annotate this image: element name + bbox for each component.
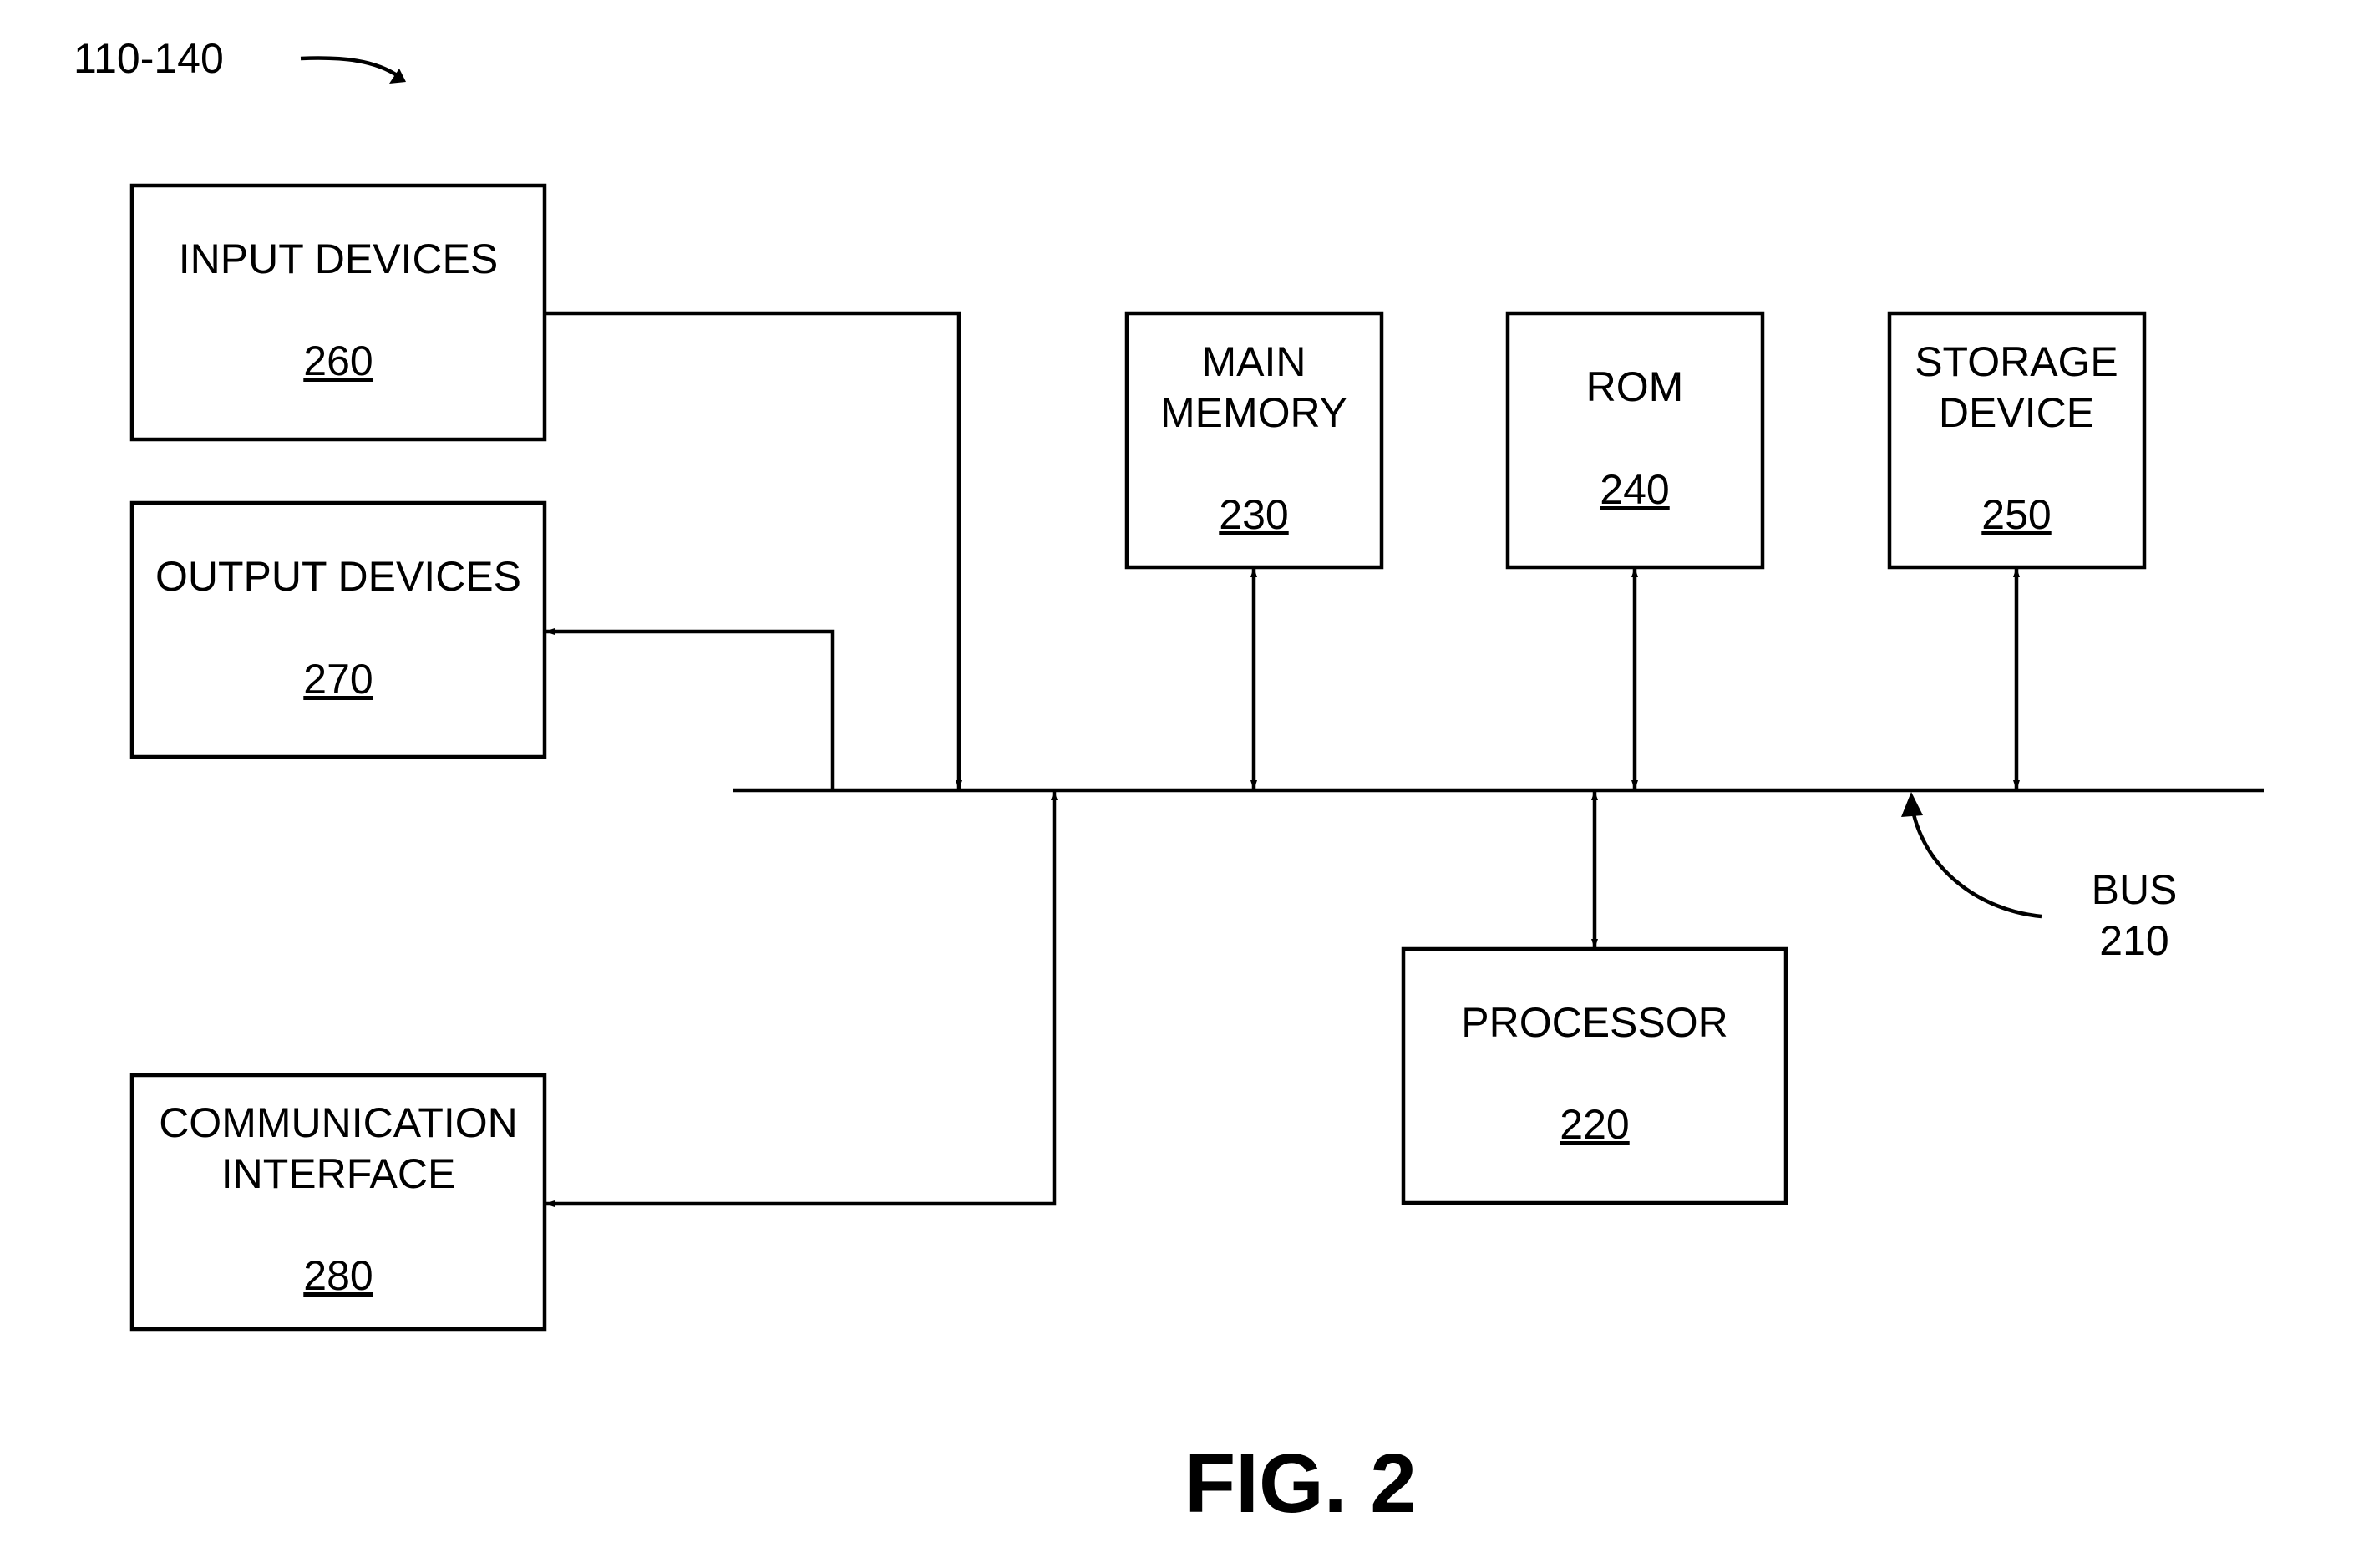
bus-communication-interface-connector xyxy=(545,790,1054,1204)
processor-ref: 220 xyxy=(1560,1101,1629,1148)
communication-interface-title-line1: COMMUNICATION xyxy=(159,1099,518,1146)
communication-interface-title-line2: INTERFACE xyxy=(221,1150,456,1197)
input-devices-to-bus-connector xyxy=(545,313,959,790)
communication-interface-box: COMMUNICATION INTERFACE 280 xyxy=(132,1075,545,1329)
input-devices-title: INPUT DEVICES xyxy=(179,236,499,282)
rom-ref: 240 xyxy=(1600,466,1669,513)
bus-label-leader xyxy=(1911,802,2042,916)
output-devices-title: OUTPUT DEVICES xyxy=(155,553,521,600)
main-memory-ref: 230 xyxy=(1219,491,1288,538)
figure-caption: FIG. 2 xyxy=(1184,1437,1417,1530)
processor-title: PROCESSOR xyxy=(1461,999,1728,1046)
bus-label-line2: 210 xyxy=(2099,917,2168,964)
rom-title: ROM xyxy=(1586,363,1684,410)
storage-device-title-line2: DEVICE xyxy=(1939,389,2094,436)
output-devices-box: OUTPUT DEVICES 270 xyxy=(132,503,545,757)
bus-to-output-devices-connector xyxy=(545,632,833,790)
rom-box: ROM 240 xyxy=(1508,313,1763,567)
bus-label-leader-arrowhead xyxy=(1901,792,1923,817)
main-memory-title-line1: MAIN xyxy=(1202,338,1306,385)
processor-box: PROCESSOR 220 xyxy=(1403,949,1786,1203)
bus-label-line1: BUS xyxy=(2092,866,2178,913)
figure-reference-label: 110-140 xyxy=(74,35,224,82)
figure-reference-arrow xyxy=(301,58,399,77)
main-memory-box: MAIN MEMORY 230 xyxy=(1127,313,1382,567)
input-devices-box: INPUT DEVICES 260 xyxy=(132,185,545,439)
storage-device-ref: 250 xyxy=(1981,491,2051,538)
main-memory-title-line2: MEMORY xyxy=(1160,389,1347,436)
output-devices-ref: 270 xyxy=(303,656,373,703)
input-devices-ref: 260 xyxy=(303,337,373,384)
storage-device-title-line1: STORAGE xyxy=(1915,338,2118,385)
storage-device-box: STORAGE DEVICE 250 xyxy=(1890,313,2144,567)
communication-interface-ref: 280 xyxy=(303,1252,373,1299)
